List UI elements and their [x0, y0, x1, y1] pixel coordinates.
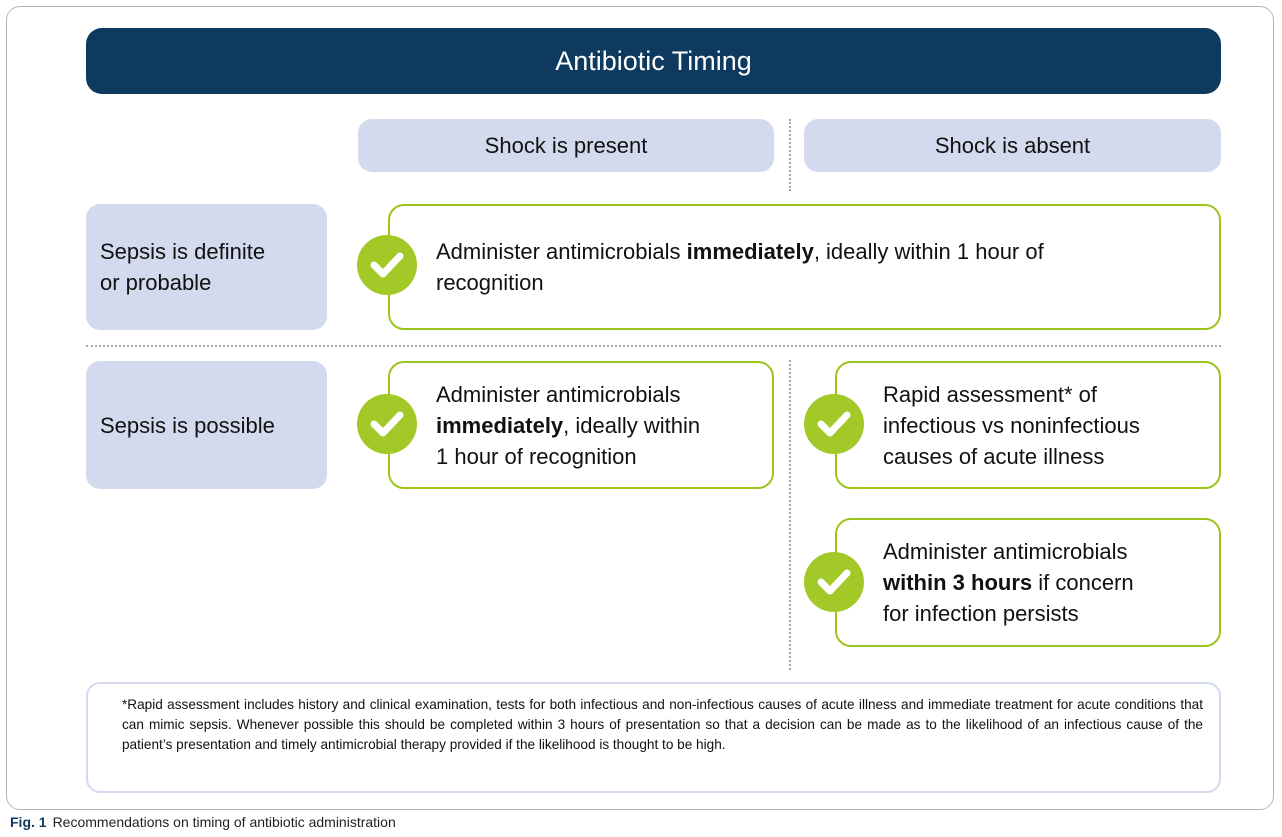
- column-header-shock-absent: Shock is absent: [804, 119, 1221, 172]
- recommendation-within-3-hours: Administer antimicrobials within 3 hours…: [835, 518, 1221, 647]
- row-label-sepsis-definite: Sepsis is definite or probable: [86, 204, 327, 330]
- rec-emphasis: immediately: [686, 239, 814, 264]
- title-banner: Antibiotic Timing: [86, 28, 1221, 94]
- caption-label: Fig. 1: [10, 814, 47, 830]
- rec-text-part: Administer antimicrobials: [436, 381, 681, 407]
- rec-text-part: Administer antimicrobials: [436, 239, 687, 264]
- diagram-title: Antibiotic Timing: [555, 45, 752, 76]
- column-header-label: Shock is present: [484, 132, 648, 158]
- column-header-label: Shock is absent: [934, 132, 1091, 158]
- recommendation-immediate-possible: Administer antimicrobials immediately, i…: [388, 361, 774, 489]
- rec-text-part: Rapid assessment* of: [883, 381, 1097, 407]
- column-header-shock-present: Shock is present: [358, 119, 774, 172]
- figure-caption: Fig. 1 Recommendations on timing of antib…: [10, 814, 396, 830]
- rec-text-part: , ideally within 1 hour of: [813, 239, 1044, 264]
- recommendation-immediate-definite: Administer antimicrobials immediately, i…: [388, 204, 1221, 330]
- row-label-line: or probable: [100, 270, 212, 295]
- caption-text: Recommendations on timing of antibiotic …: [52, 814, 396, 830]
- column-divider-top: [789, 119, 791, 191]
- figure-frame: [6, 6, 1274, 810]
- recommendation-text: Administer antimicrobials within 3 hours…: [883, 536, 1134, 629]
- row-label-line: Sepsis is possible: [100, 412, 275, 438]
- rec-text-part: for infection persists: [883, 601, 1079, 626]
- row-divider: [86, 345, 1221, 347]
- rec-text-part: recognition: [436, 270, 544, 295]
- check-icon: [804, 394, 864, 454]
- recommendation-rapid-assessment: Rapid assessment* of infectious vs nonin…: [835, 361, 1221, 489]
- check-icon: [357, 394, 417, 454]
- recommendation-text: Administer antimicrobials immediately, i…: [436, 236, 1044, 298]
- rec-text-part: , ideally within: [563, 412, 701, 438]
- rec-text-part: causes of acute illness: [883, 443, 1105, 469]
- recommendation-text: Administer antimicrobials immediately, i…: [436, 379, 700, 472]
- footnote-box: *Rapid assessment includes history and c…: [86, 682, 1221, 793]
- rec-emphasis: within 3 hours: [883, 570, 1033, 595]
- footnote-text: *Rapid assessment includes history and c…: [122, 697, 1203, 752]
- column-divider-bottom: [789, 360, 791, 670]
- rec-text-part: Administer antimicrobials: [883, 539, 1128, 564]
- check-icon: [357, 235, 417, 295]
- row-label-line: Sepsis is definite: [100, 239, 266, 264]
- rec-text-part: if concern: [1032, 570, 1134, 595]
- recommendation-text: Rapid assessment* of infectious vs nonin…: [883, 379, 1140, 472]
- rec-text-part: 1 hour of recognition: [436, 443, 637, 469]
- check-icon: [804, 552, 864, 612]
- row-label-sepsis-possible: Sepsis is possible: [86, 361, 327, 489]
- rec-text-part: infectious vs noninfectious: [883, 412, 1140, 438]
- rec-emphasis: immediately: [436, 412, 564, 438]
